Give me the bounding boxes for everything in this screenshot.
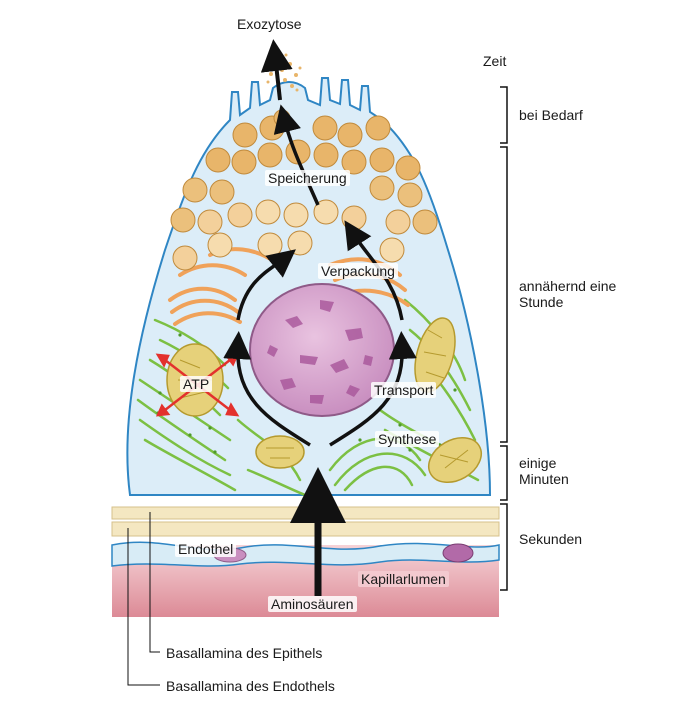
label-exocytosis: Exozytose xyxy=(237,16,302,32)
endothelium-layer xyxy=(111,541,500,567)
endothelial-nucleus xyxy=(442,543,474,563)
timeline-brackets xyxy=(500,86,508,591)
pathway-arrows xyxy=(223,39,417,596)
label-storage: Speicherung xyxy=(265,170,350,186)
label-basal-lamina-epithelium: Basallamina des Epithels xyxy=(166,645,323,661)
label-packaging: Verpackung xyxy=(318,263,398,279)
label-amino-acids: Aminosäuren xyxy=(268,596,357,612)
label-basal-lamina-endothelium: Basallamina des Endothels xyxy=(166,678,335,694)
label-capillary-lumen: Kapillarlumen xyxy=(358,571,449,587)
timeline-stage-about-one-hour: annähernd eine Stunde xyxy=(519,278,617,310)
label-transport: Transport xyxy=(371,382,437,398)
nucleus xyxy=(249,283,395,417)
timeline-heading: Zeit xyxy=(483,53,507,69)
lamina-leaders xyxy=(127,512,160,686)
timeline-stage-seconds: Sekunden xyxy=(519,531,583,547)
basal-laminae xyxy=(111,506,500,537)
timeline-stage-on-demand: bei Bedarf xyxy=(519,107,583,123)
label-endothelium: Endothel xyxy=(175,541,237,557)
basal-lamina-endothelium xyxy=(111,521,500,537)
basal-lamina-epithelium xyxy=(111,506,500,520)
label-synthesis: Synthese xyxy=(375,431,440,447)
timeline-stage-few-minutes: einige Minuten xyxy=(519,455,569,487)
label-atp: ATP xyxy=(180,376,213,392)
